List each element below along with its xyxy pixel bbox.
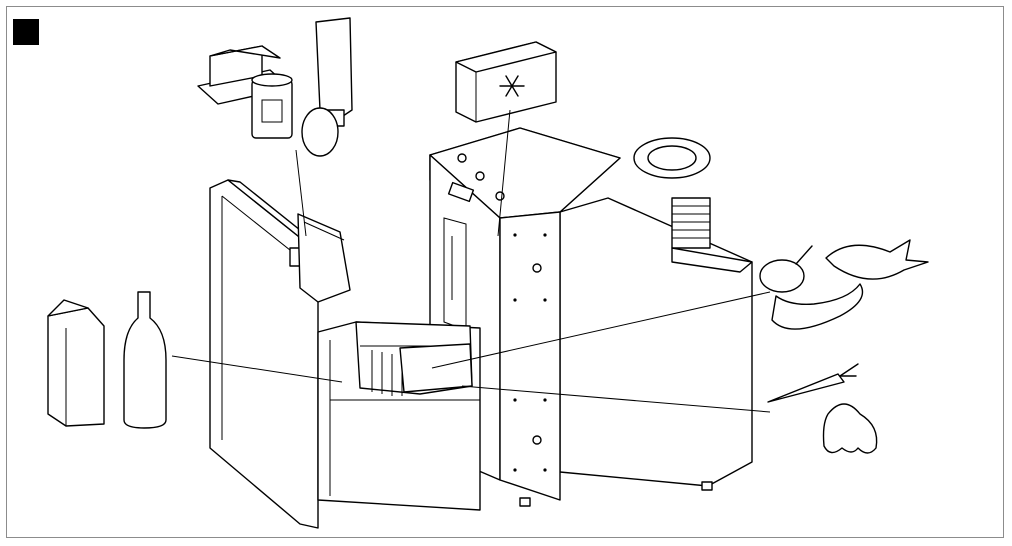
bottle-icon (123, 291, 167, 429)
carrot-icon (767, 363, 859, 403)
sausage-icon (771, 283, 864, 330)
fridge-door (209, 179, 351, 529)
fridge-drawer (317, 321, 481, 511)
chicken-leg-icon (759, 245, 813, 293)
figure-number-badge (13, 19, 39, 45)
leader-lines (171, 109, 771, 413)
freezer-box-snowflake-icon (455, 41, 557, 123)
jar-icon (251, 73, 293, 139)
milk-carton-icon (47, 299, 105, 427)
fish-icon (825, 239, 929, 280)
pepper-icon (822, 403, 878, 454)
egg-icon (301, 107, 339, 157)
